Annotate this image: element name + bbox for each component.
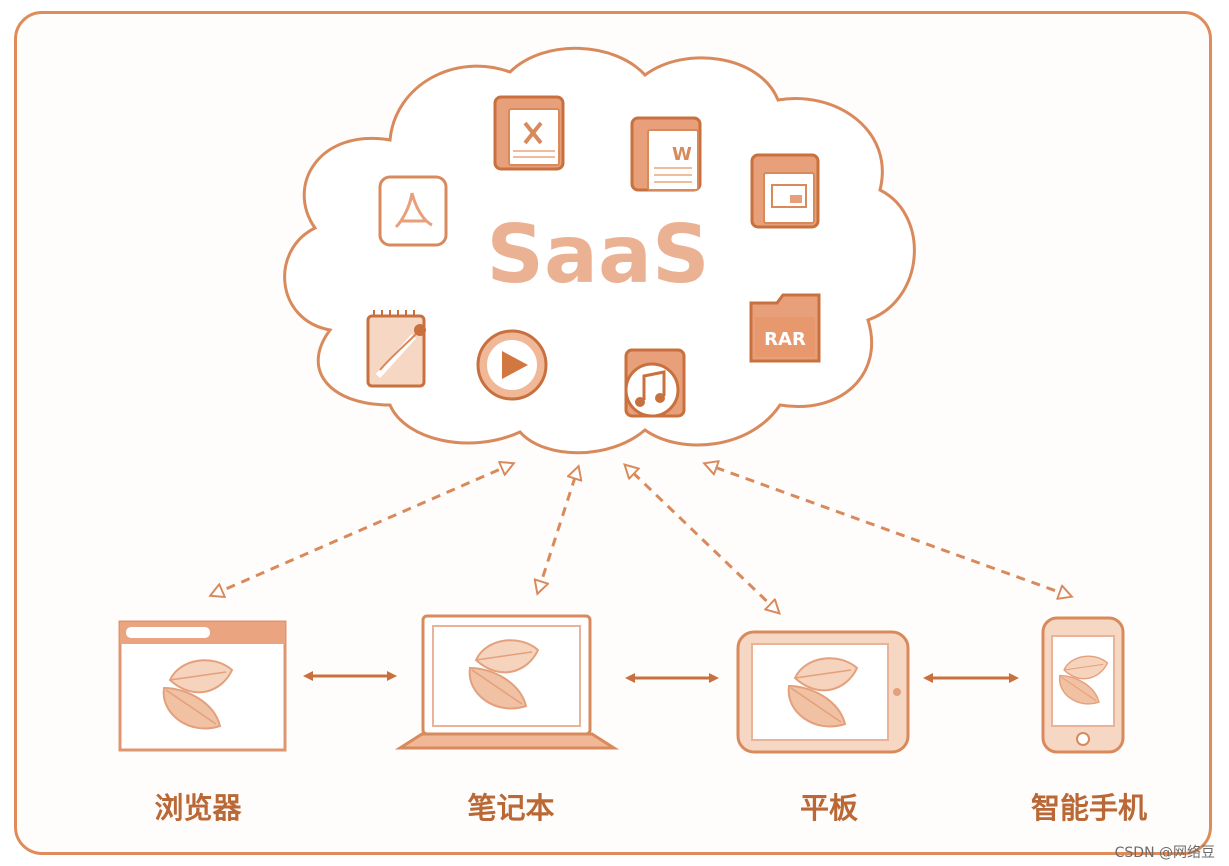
- smartphone-device: [1041, 616, 1125, 754]
- presentation-file-icon: [750, 153, 820, 229]
- smartphone-label: 智能手机: [1030, 791, 1148, 825]
- device-connections: [303, 671, 1019, 683]
- pdf-file-icon: [378, 175, 448, 247]
- browser-label: 浏览器: [154, 791, 242, 825]
- music-file-icon: [624, 348, 686, 418]
- svg-text:W: W: [672, 144, 692, 165]
- cloud-connections: [212, 464, 1070, 612]
- saas-title: SaaS: [486, 208, 709, 301]
- browser-device: [118, 620, 287, 752]
- smartphone-cloud-link: [706, 464, 1070, 596]
- tablet-label: 平板: [799, 791, 859, 825]
- excel-file-icon: [493, 95, 565, 171]
- laptop-cloud-link: [538, 468, 578, 592]
- rar-archive-icon: RAR: [749, 293, 821, 363]
- browser-cloud-link: [212, 464, 512, 595]
- watermark: CSDN @网络豆: [1114, 845, 1215, 861]
- laptop-label: 笔记本: [467, 791, 555, 825]
- tablet-cloud-link: [626, 466, 778, 612]
- play-video-icon: [476, 329, 548, 401]
- laptop-device: [394, 614, 620, 750]
- svg-text:RAR: RAR: [764, 329, 806, 350]
- notepad-icon: [366, 310, 426, 388]
- tablet-device: [736, 630, 910, 754]
- word-file-icon: W: [630, 116, 702, 192]
